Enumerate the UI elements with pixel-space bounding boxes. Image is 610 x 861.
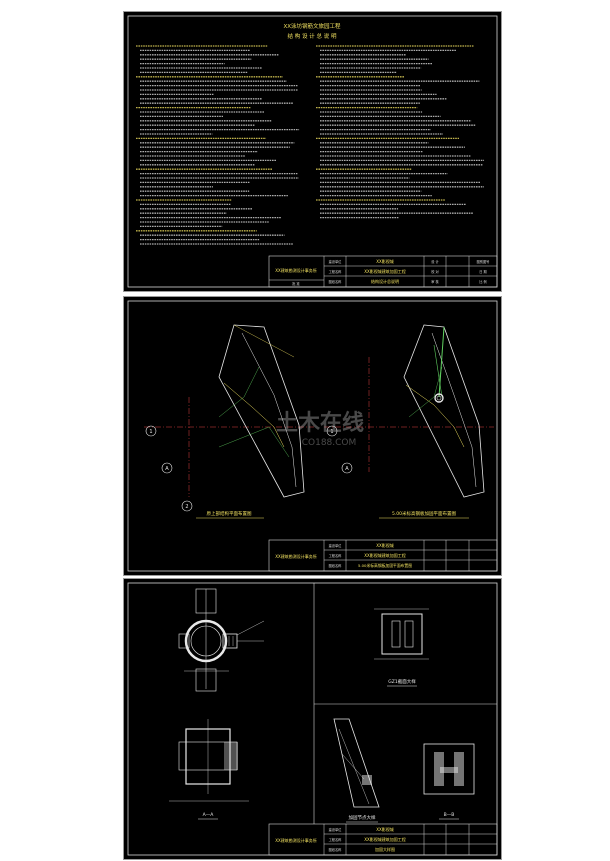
left-plan-title: 原上部结构平面布置图: [207, 510, 252, 517]
right-plan-title: 5.00米标高钢板加固平面布置图: [392, 510, 457, 517]
notes-design-unit: XX建筑勘测设计事务所: [275, 267, 316, 273]
notes-col-approve: 批 准: [292, 281, 300, 286]
axis-bubble-a-left: [161, 462, 173, 474]
drawing-sheet-plans: A 1 2 原上部结构平面布置图 A 1 5.00米标高钢板加固平面布置图: [123, 296, 502, 576]
plans-item-label: 工程名称: [329, 553, 343, 558]
plans-drawing: 5.00米标高钢板加固平面布置图: [358, 563, 412, 568]
notes-col-review: 审 核: [431, 279, 439, 284]
steel-column-node: [434, 393, 444, 403]
details-project: XX影视城: [376, 826, 393, 832]
notes-col-design: 设 计: [431, 259, 439, 264]
right-plan-drawing: A 1 5.00米标高钢板加固平面布置图: [324, 324, 494, 519]
axis-bubble-1-right: [326, 425, 338, 437]
drawing-sheet-notes: XX泳坊钢筋文旅园工程 结 构 设 计 总 说 明 XX建筑勘测设计事务所 建设…: [123, 11, 502, 292]
details-design-unit: XX建筑勘测设计事务所: [275, 837, 316, 843]
details-sheet-canvas: A—A GZ1截面大样 加固节点大样 B—B: [127, 582, 498, 856]
plans-design-unit: XX建筑勘测设计事务所: [275, 553, 316, 559]
notes-project-label: 建设单位: [329, 259, 343, 264]
plans-title-block: XX建筑勘测设计事务所 建设单位 XX影视城 工程名称 XX影视城建筑加固工程 …: [268, 539, 498, 572]
details-title-block: XX建筑勘测设计事务所 建设单位 XX影视城 工程名称 XX影视城建筑加固工程 …: [268, 823, 498, 856]
notes-col-scale: 比 例: [479, 279, 486, 284]
axis-bubble-2-left: [181, 500, 193, 512]
details-item-label: 工程名称: [329, 837, 343, 842]
section-a-a-title: A—A: [203, 812, 215, 818]
gz1-section-title: GZ1截面大样: [388, 678, 416, 685]
plans-project: XX影视城: [376, 542, 393, 548]
gz1-section-drawing: GZ1截面大样: [374, 608, 429, 687]
notes-text-left-column: [136, 45, 300, 245]
notes-title-line1: XX泳坊钢筋文旅园工程: [283, 22, 341, 30]
notes-col-sheet: 图别图号: [477, 259, 490, 264]
notes-item: XX影视城建筑加固工程: [364, 268, 405, 274]
section-b-b-drawing: B—B: [423, 743, 475, 820]
details-project-label: 建设单位: [329, 827, 343, 832]
details-drawing: 加固大样图: [375, 846, 395, 852]
axis-label-1-right: 1: [330, 429, 333, 435]
watermark: 土木在线 CO188.COM: [276, 410, 364, 448]
details-item: XX影视城建筑加固工程: [364, 836, 405, 842]
notes-title-block: XX建筑勘测设计事务所 建设单位 XX影视城 工程名称 XX影视城建筑加固工程 …: [268, 255, 498, 288]
details-drawing-label: 图纸名称: [329, 847, 343, 852]
left-plan-drawing: A 1 2 原上部结构平面布置图: [144, 324, 314, 519]
notes-sheet-canvas: XX泳坊钢筋文旅园工程 结 构 设 计 总 说 明 XX建筑勘测设计事务所 建设…: [127, 15, 498, 288]
notes-col-date: 日 期: [479, 269, 486, 274]
plans-drawing-label: 图纸名称: [329, 563, 343, 568]
section-b-b-title: B—B: [444, 812, 455, 818]
notes-item-label: 工程名称: [329, 269, 343, 274]
axis-bubble-1-left: [145, 425, 157, 437]
drawing-sheet-details: A—A GZ1截面大样 加固节点大样 B—B: [123, 578, 502, 860]
notes-title-line2: 结 构 设 计 总 说 明: [288, 32, 337, 40]
plans-item: XX影视城建筑加固工程: [364, 552, 405, 558]
watermark-text: 土木在线: [276, 410, 364, 436]
axis-bubble-a-right: [341, 462, 353, 474]
notes-drawing-label: 图纸名称: [329, 279, 343, 284]
notes-project: XX影视城: [376, 258, 393, 264]
plans-project-label: 建设单位: [329, 543, 343, 548]
notes-text-right-column: [316, 45, 485, 219]
axis-label-2-left: 2: [185, 504, 188, 510]
notes-col-check: 校 对: [431, 269, 439, 274]
axis-label-1-left: 1: [149, 429, 152, 435]
reinforcement-node-drawing: 加固节点大样: [333, 718, 380, 823]
plans-sheet-canvas: A 1 2 原上部结构平面布置图 A 1 5.00米标高钢板加固平面布置图: [127, 300, 498, 572]
watermark-sub: CO188.COM: [302, 438, 357, 448]
section-a-a-drawing: A—A: [169, 719, 249, 820]
node-detail-title: 加固节点大样: [349, 814, 376, 821]
axis-label-a-right: A: [345, 466, 349, 472]
axis-label-a-left: A: [165, 466, 169, 472]
notes-drawing: 结构设计总说明: [371, 278, 399, 284]
circular-column-section: [178, 588, 265, 692]
